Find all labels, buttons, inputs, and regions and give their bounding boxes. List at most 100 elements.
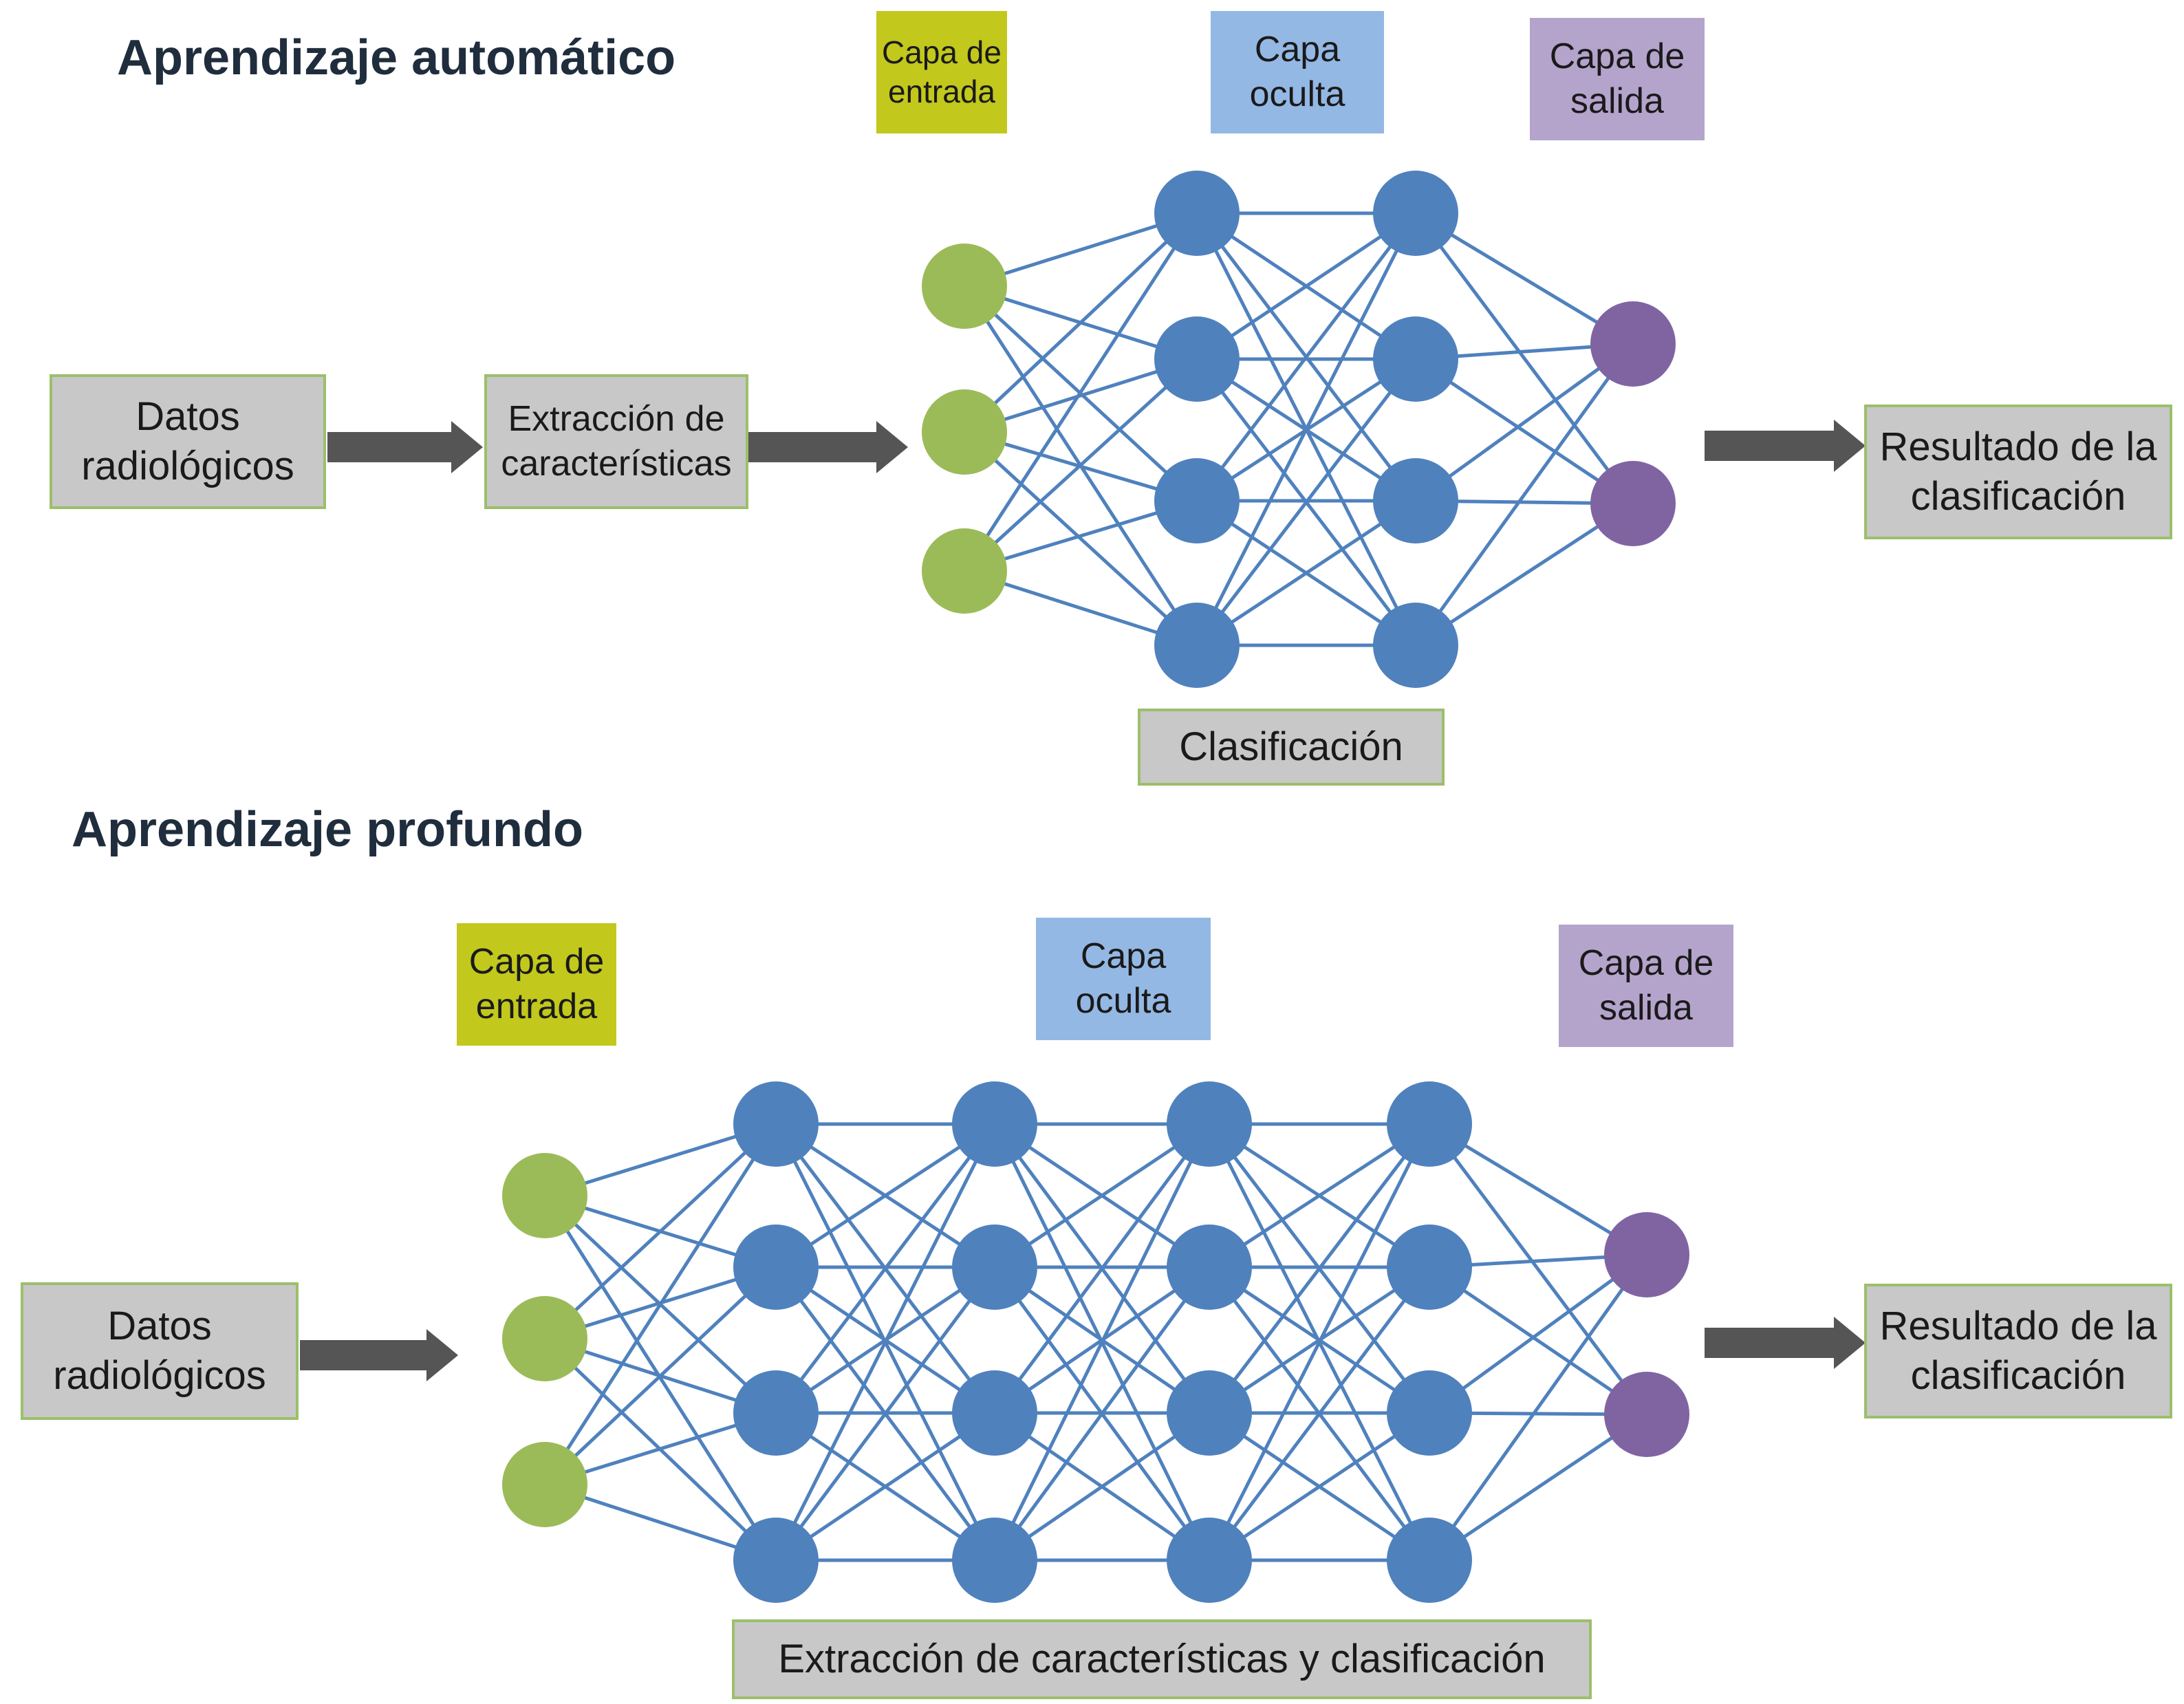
dl-connection — [1428, 1253, 1648, 1415]
dl-hidden-node — [733, 1370, 819, 1456]
dl-connection — [1427, 1253, 1649, 1562]
ml-result-text: Resultado de la clasificación — [1879, 424, 2157, 519]
ml-connection — [1196, 499, 1417, 647]
ml-connection — [1414, 502, 1634, 647]
dl-stage-box: Extracción de características y clasific… — [732, 1619, 1592, 1699]
ml-connection — [1414, 343, 1635, 647]
dl-connection — [993, 1411, 1211, 1562]
dl-hidden-node — [733, 1225, 819, 1310]
ml-output-node — [1590, 461, 1676, 546]
dl-connection — [1208, 1123, 1431, 1414]
dl-connection — [543, 1123, 778, 1486]
ml-hidden-layer-label-text: Capa oculta — [1249, 30, 1345, 114]
ml-connection — [1196, 212, 1417, 502]
ml-connection — [1195, 212, 1418, 647]
ml-hidden-node — [1154, 458, 1240, 543]
ml-arrow-network-to-result — [1705, 420, 1866, 472]
dl-arrow-network-to-result — [1705, 1317, 1866, 1369]
ml-connection — [963, 212, 1198, 433]
dl-result-box: Resultado de la clasificación — [1864, 1284, 2172, 1419]
ml-stage-box: Clasificación — [1138, 709, 1445, 786]
ml-extraction-text: Extracción de características — [501, 399, 732, 484]
dl-hidden-node — [1167, 1518, 1252, 1603]
dl-connections — [543, 1122, 1649, 1562]
dl-input-layer-label: Capa de entrada — [457, 923, 616, 1046]
dl-connection — [774, 1123, 997, 1562]
flow-arrows — [300, 420, 1866, 1381]
ml-source-text: Datos radiológicos — [81, 393, 294, 489]
dl-output-layer-label: Capa de salida — [1559, 925, 1733, 1047]
dl-hidden-node — [952, 1081, 1037, 1167]
ml-source-box: Datos radiológicos — [50, 374, 326, 509]
dl-output-layer-label-text: Capa de salida — [1578, 943, 1714, 1028]
ml-input-layer-label-text: Capa de entrada — [882, 34, 1002, 110]
dl-source-text: Datos radiológicos — [53, 1303, 266, 1399]
ml-hidden-node — [1154, 603, 1240, 688]
ml-hidden-node — [1373, 171, 1458, 256]
dl-connection — [1427, 1123, 1649, 1416]
dl-connection — [543, 1123, 777, 1340]
dl-stage-text: Extracción de características y clasific… — [778, 1636, 1546, 1681]
ml-input-node — [922, 389, 1007, 475]
ml-connection — [1414, 357, 1634, 506]
ml-stage-text: Clasificación — [1179, 724, 1403, 769]
ml-hidden-layer-label: Capa oculta — [1211, 11, 1384, 133]
dl-hidden-node — [733, 1081, 819, 1167]
dl-result-text: Resultado de la clasificación — [1879, 1303, 2157, 1399]
dl-hidden-layer-label: Capa oculta — [1036, 918, 1211, 1040]
deep-learning-title: Aprendizaje profundo — [72, 802, 583, 857]
dl-connection — [993, 1266, 1211, 1562]
ml-hidden-node — [1154, 316, 1240, 402]
dl-connection — [993, 1123, 1211, 1562]
dl-output-node — [1604, 1212, 1689, 1297]
dl-hidden-node — [1387, 1370, 1472, 1456]
ml-result-box: Resultado de la clasificación — [1864, 405, 2172, 539]
dl-hidden-node — [1167, 1081, 1252, 1167]
dl-connection — [993, 1123, 1211, 1414]
dl-connection — [1428, 1412, 1648, 1562]
dl-connection — [1208, 1122, 1431, 1269]
dl-hidden-node — [1387, 1081, 1472, 1167]
dl-connection — [993, 1122, 1211, 1269]
ml-connection — [963, 358, 1198, 572]
deep-learning-network — [502, 1081, 1689, 1603]
dl-input-node — [502, 1153, 587, 1238]
dl-connection — [775, 1122, 996, 1269]
dl-hidden-node — [1167, 1370, 1252, 1456]
ml-output-layer-label: Capa de salida — [1530, 18, 1705, 140]
dl-connection — [1208, 1266, 1431, 1562]
ml-output-layer-label-text: Capa de salida — [1549, 36, 1685, 121]
ml-arrow-source-to-extraction — [327, 421, 483, 473]
dl-input-node — [502, 1296, 587, 1381]
ml-hidden-node — [1373, 603, 1458, 688]
dl-arrow-source-to-network — [300, 1329, 458, 1381]
dl-source-box: Datos radiológicos — [21, 1282, 299, 1420]
ml-connection — [1196, 358, 1417, 647]
ml-input-node — [922, 244, 1007, 329]
dl-hidden-node — [1387, 1518, 1472, 1603]
dl-connection — [1208, 1411, 1431, 1562]
ml-hidden-node — [1373, 458, 1458, 543]
ml-hidden-node — [1154, 171, 1240, 256]
dl-connection — [543, 1266, 777, 1486]
ml-input-layer-label: Capa de entrada — [876, 11, 1007, 133]
ml-connection — [963, 431, 1198, 647]
dl-connection — [1207, 1123, 1431, 1562]
dl-hidden-node — [952, 1370, 1037, 1456]
dl-hidden-node — [1387, 1225, 1472, 1310]
dl-connection — [1428, 1265, 1648, 1416]
ml-hidden-node — [1373, 316, 1458, 402]
ml-extraction-box: Extracción de características — [484, 374, 748, 509]
machine-learning-title: Aprendizaje automático — [117, 30, 676, 85]
dl-hidden-node — [733, 1518, 819, 1603]
ml-connection — [1196, 211, 1417, 361]
ml-connections — [962, 211, 1635, 647]
ml-connection — [1414, 342, 1634, 503]
dl-input-node — [502, 1442, 587, 1527]
dl-connection — [775, 1411, 996, 1562]
dl-connection — [775, 1123, 996, 1414]
machine-learning-network — [922, 171, 1676, 688]
dl-hidden-node — [1167, 1225, 1252, 1310]
ml-output-node — [1590, 301, 1676, 387]
